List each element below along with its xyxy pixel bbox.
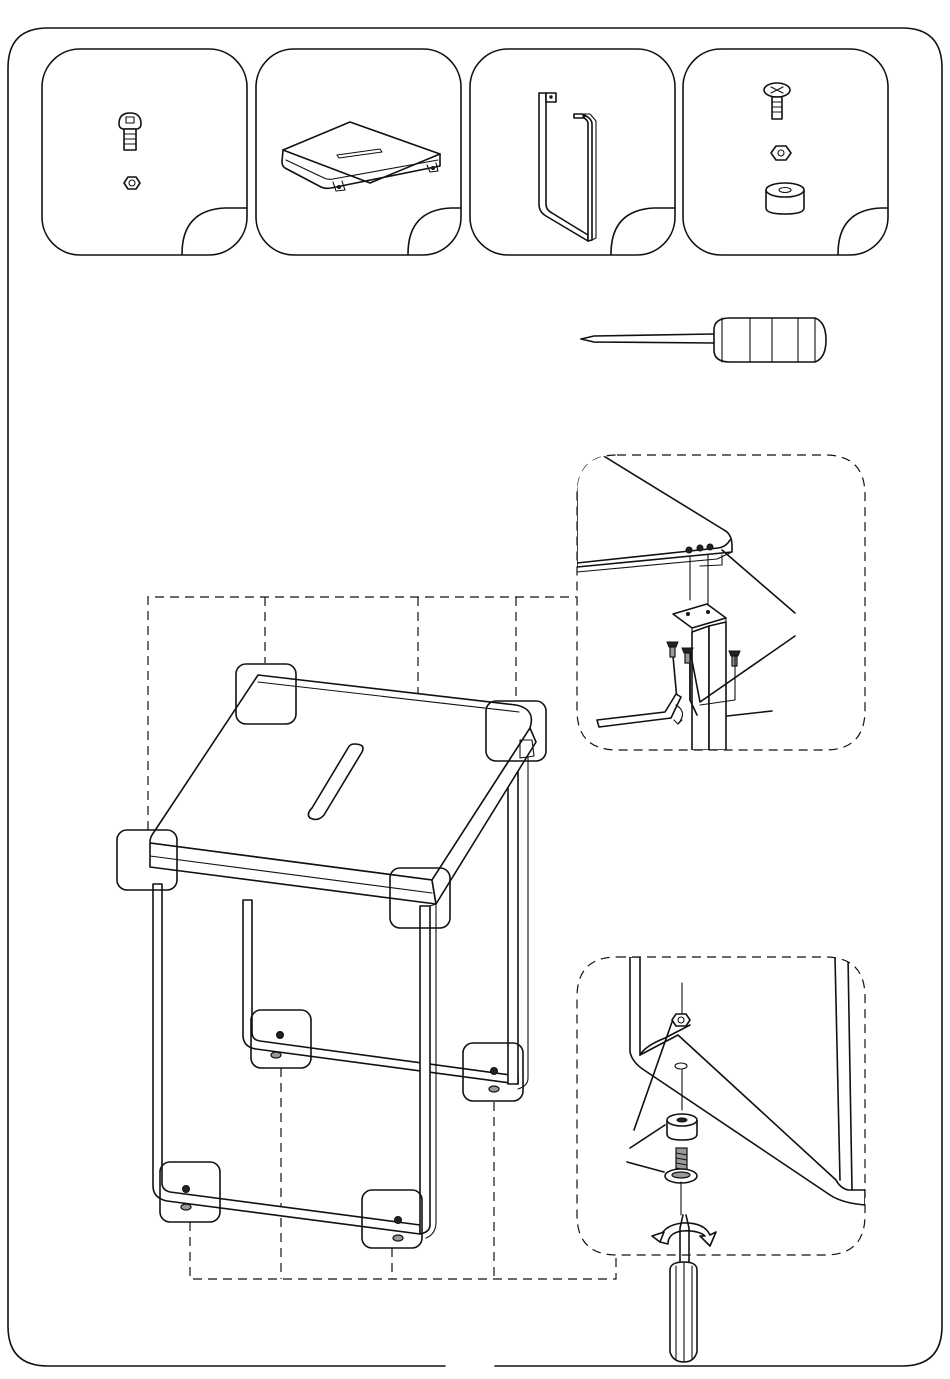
screw-icon [667, 642, 678, 657]
screw-icon [665, 1148, 697, 1183]
hex-nut-icon [771, 146, 791, 160]
hex-nut-icon [672, 1014, 690, 1026]
spacer-icon [766, 183, 804, 214]
spacer-icon [667, 1114, 697, 1140]
phillips-screw-icon [764, 83, 790, 119]
screwdriver-icon [670, 1215, 697, 1362]
main-assembly-view [117, 597, 616, 1279]
allen-key-icon [597, 694, 683, 727]
rotation-arrow-icon [652, 1223, 716, 1246]
hex-nut-icon [124, 177, 140, 189]
screw-icon [119, 113, 141, 150]
parts-panel-foot-hardware [683, 49, 888, 255]
seat-panel-icon [282, 122, 440, 191]
parts-panel-seat-panel [256, 49, 461, 255]
screwdriver-icon [581, 318, 826, 362]
parts-panel-screw-nut-set [42, 49, 247, 255]
u-leg-frame-icon [539, 93, 596, 241]
foot-attachment-detail [577, 957, 865, 1362]
seat-attachment-detail [577, 455, 865, 750]
parts-panel-u-leg-frames [470, 49, 675, 255]
